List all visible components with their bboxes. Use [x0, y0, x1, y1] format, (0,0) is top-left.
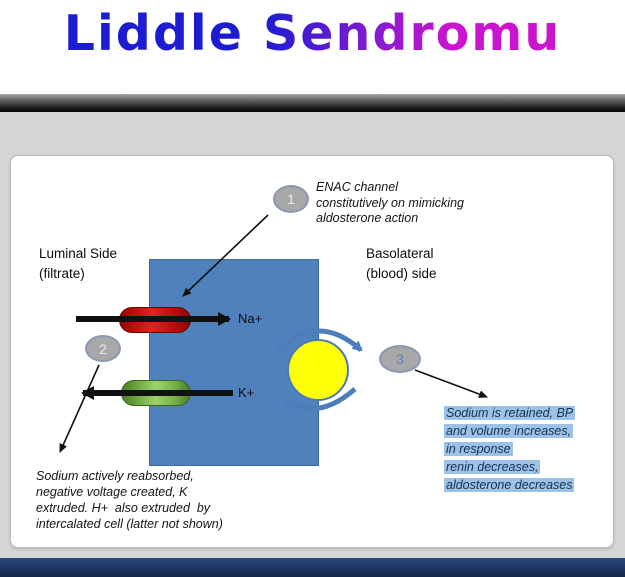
basolateral-side-label: Basolateral (blood) side [366, 246, 437, 281]
enac-callout-note: ENAC channel constitutively on mimicking… [316, 180, 464, 225]
callout2-arrow [59, 364, 100, 453]
reabsorption-callout-note: Sodium actively reabsorbed, negative vol… [36, 469, 223, 531]
outcome-callout-note: Sodium is retained, BP and volume increa… [444, 404, 604, 494]
callout3-arrow [414, 369, 488, 398]
diagram-panel: 1 2 3 Luminal Side (filtrate) Basolatera… [10, 155, 614, 548]
footer-bar [0, 558, 625, 577]
k-channel-icon [121, 380, 191, 406]
content-area: 1 2 3 Luminal Side (filtrate) Basolatera… [0, 112, 625, 577]
title-area: Liddle Sendromu [0, 0, 625, 94]
na-ion-label: Na+ [238, 311, 263, 326]
outcome-note-line: and volume increases, [444, 422, 604, 440]
outcome-note-line: in response [444, 440, 604, 458]
callout-badge-3-number: 3 [396, 351, 404, 367]
k-ion-label: K+ [238, 385, 255, 400]
callout-badge-3: 3 [379, 345, 421, 373]
outcome-note-line: aldosterone decreases [444, 476, 604, 494]
outcome-note-line-text: and volume increases, [444, 424, 574, 438]
callout-badge-1: 1 [273, 185, 309, 213]
outcome-note-line-text: in response [444, 442, 513, 456]
na-k-pump-icon [287, 339, 349, 401]
enac-channel-icon [119, 307, 191, 333]
outcome-note-line: renin decreases, [444, 458, 604, 476]
callout-badge-1-number: 1 [287, 191, 295, 207]
outcome-note-line-text: aldosterone decreases [444, 478, 575, 492]
callout-badge-2: 2 [85, 335, 121, 362]
outcome-note-line-text: Sodium is retained, BP [444, 406, 576, 420]
callout-badge-2-number: 2 [99, 340, 107, 357]
luminal-side-label: Luminal Side (filtrate) [39, 246, 118, 281]
outcome-note-line: Sodium is retained, BP [444, 404, 604, 422]
title-divider-bar [0, 94, 625, 112]
outcome-note-line-text: renin decreases, [444, 460, 541, 474]
slide-title: Liddle Sendromu [63, 5, 562, 62]
